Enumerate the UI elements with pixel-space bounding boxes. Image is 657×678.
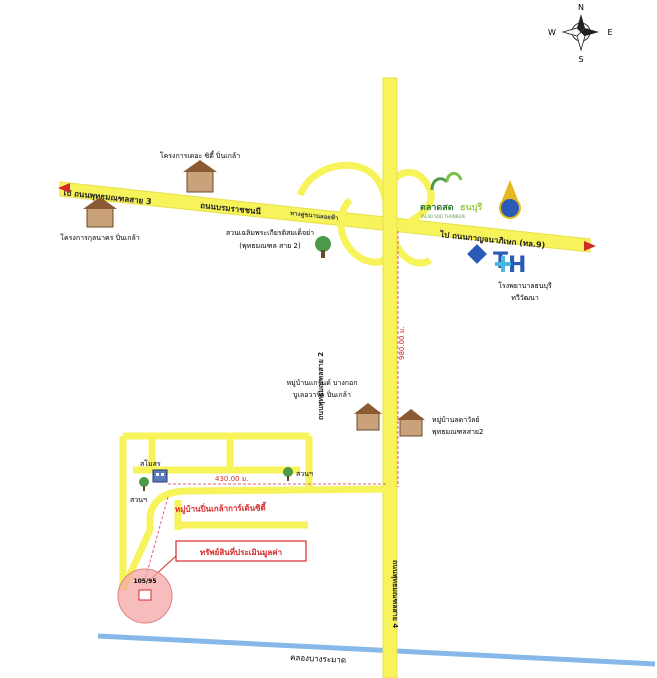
label-park-chaloem-sub: (พุทธมณฑล สาย 2) xyxy=(239,242,301,250)
house-icon xyxy=(397,409,425,437)
compass-e: E xyxy=(607,28,612,37)
distance-vertical-label: 980.00 ม. xyxy=(398,326,406,360)
house-icon xyxy=(183,160,217,193)
tree-icon xyxy=(139,477,149,491)
village-roads xyxy=(119,432,391,592)
tree-icon xyxy=(283,467,293,481)
canal-label: คลองบางระมาด xyxy=(290,653,346,665)
compass-n: N xyxy=(578,3,584,12)
label-park-b: สวนฯ xyxy=(296,470,313,478)
label-kunnatham: โครงการกุลนาคร ปิ่นเกล้า xyxy=(60,233,140,242)
compass-w: W xyxy=(548,28,556,37)
label-plot-no: 105/95 xyxy=(133,578,156,585)
label-talad-sod-sub: TALAD SOD THONBURI xyxy=(419,214,466,219)
label-talad-sod-green: ธนบุรี xyxy=(460,202,482,213)
label-hospital-1: โรงพยาบาลธนบุรี xyxy=(498,281,552,290)
label-property-box: ทรัพย์สินที่ประเมินมูลค่า xyxy=(200,546,282,558)
house-icon xyxy=(354,403,382,431)
road-label-phutthamonthon-2-lower: ถนนพุทธมณฑลสาย 4 xyxy=(391,560,399,628)
canal-line xyxy=(97,633,656,667)
talad-sod-logo-icon xyxy=(430,172,463,191)
arrow-west-icon xyxy=(58,183,70,193)
compass-rose-icon: N S W E xyxy=(548,3,612,64)
distance-horizontal-label: 430.00 ม. xyxy=(215,475,249,483)
compass-s: S xyxy=(578,55,583,64)
label-grand-1: หมู่บ้านแกรนด์ บางกอก xyxy=(287,379,358,387)
building-icon xyxy=(152,469,168,483)
label-grand-2: บูเลอวาร์ด ปิ่นเกล้า xyxy=(293,390,351,399)
tree-icon xyxy=(315,236,331,258)
road-phutthamonthon-2 xyxy=(382,77,398,678)
label-hospital-2: ทวีวัฒนา xyxy=(511,294,539,302)
label-clubhouse: สโมสร xyxy=(140,459,161,468)
label-park-a: สวนฯ xyxy=(130,496,147,504)
property-box xyxy=(175,540,307,562)
svg-text:T: T xyxy=(493,249,508,274)
distance-connector-line xyxy=(144,496,169,581)
property-marker-icon xyxy=(138,589,152,601)
emblem-icon xyxy=(499,180,521,219)
label-village: หมู่บ้านปิ่นเกล้าการ์เด้นซิตี้ xyxy=(175,501,267,515)
arrow-east-icon xyxy=(584,241,596,251)
label-talad-sod: ตลาดสด xyxy=(420,203,454,213)
label-park-chaloem: สวนเฉลิมพระเกียรติสมเด็จย่า xyxy=(226,228,314,237)
label-the-city: โครงการเดอะ ซิตี้ ปิ่นเกล้า xyxy=(160,149,240,160)
svg-text:H: H xyxy=(508,253,526,278)
house-icon xyxy=(83,197,117,228)
label-ladawan-1: หมู่บ้านลดาวัลย์ xyxy=(432,416,479,424)
hospital-logo-icon: T H xyxy=(467,244,526,278)
label-ladawan-2: พุทธมณฑลสาย2 xyxy=(432,428,483,436)
road-label-phutthamonthon-2-upper: ถนนพุทธมณฑลสาย 2 xyxy=(317,352,325,420)
